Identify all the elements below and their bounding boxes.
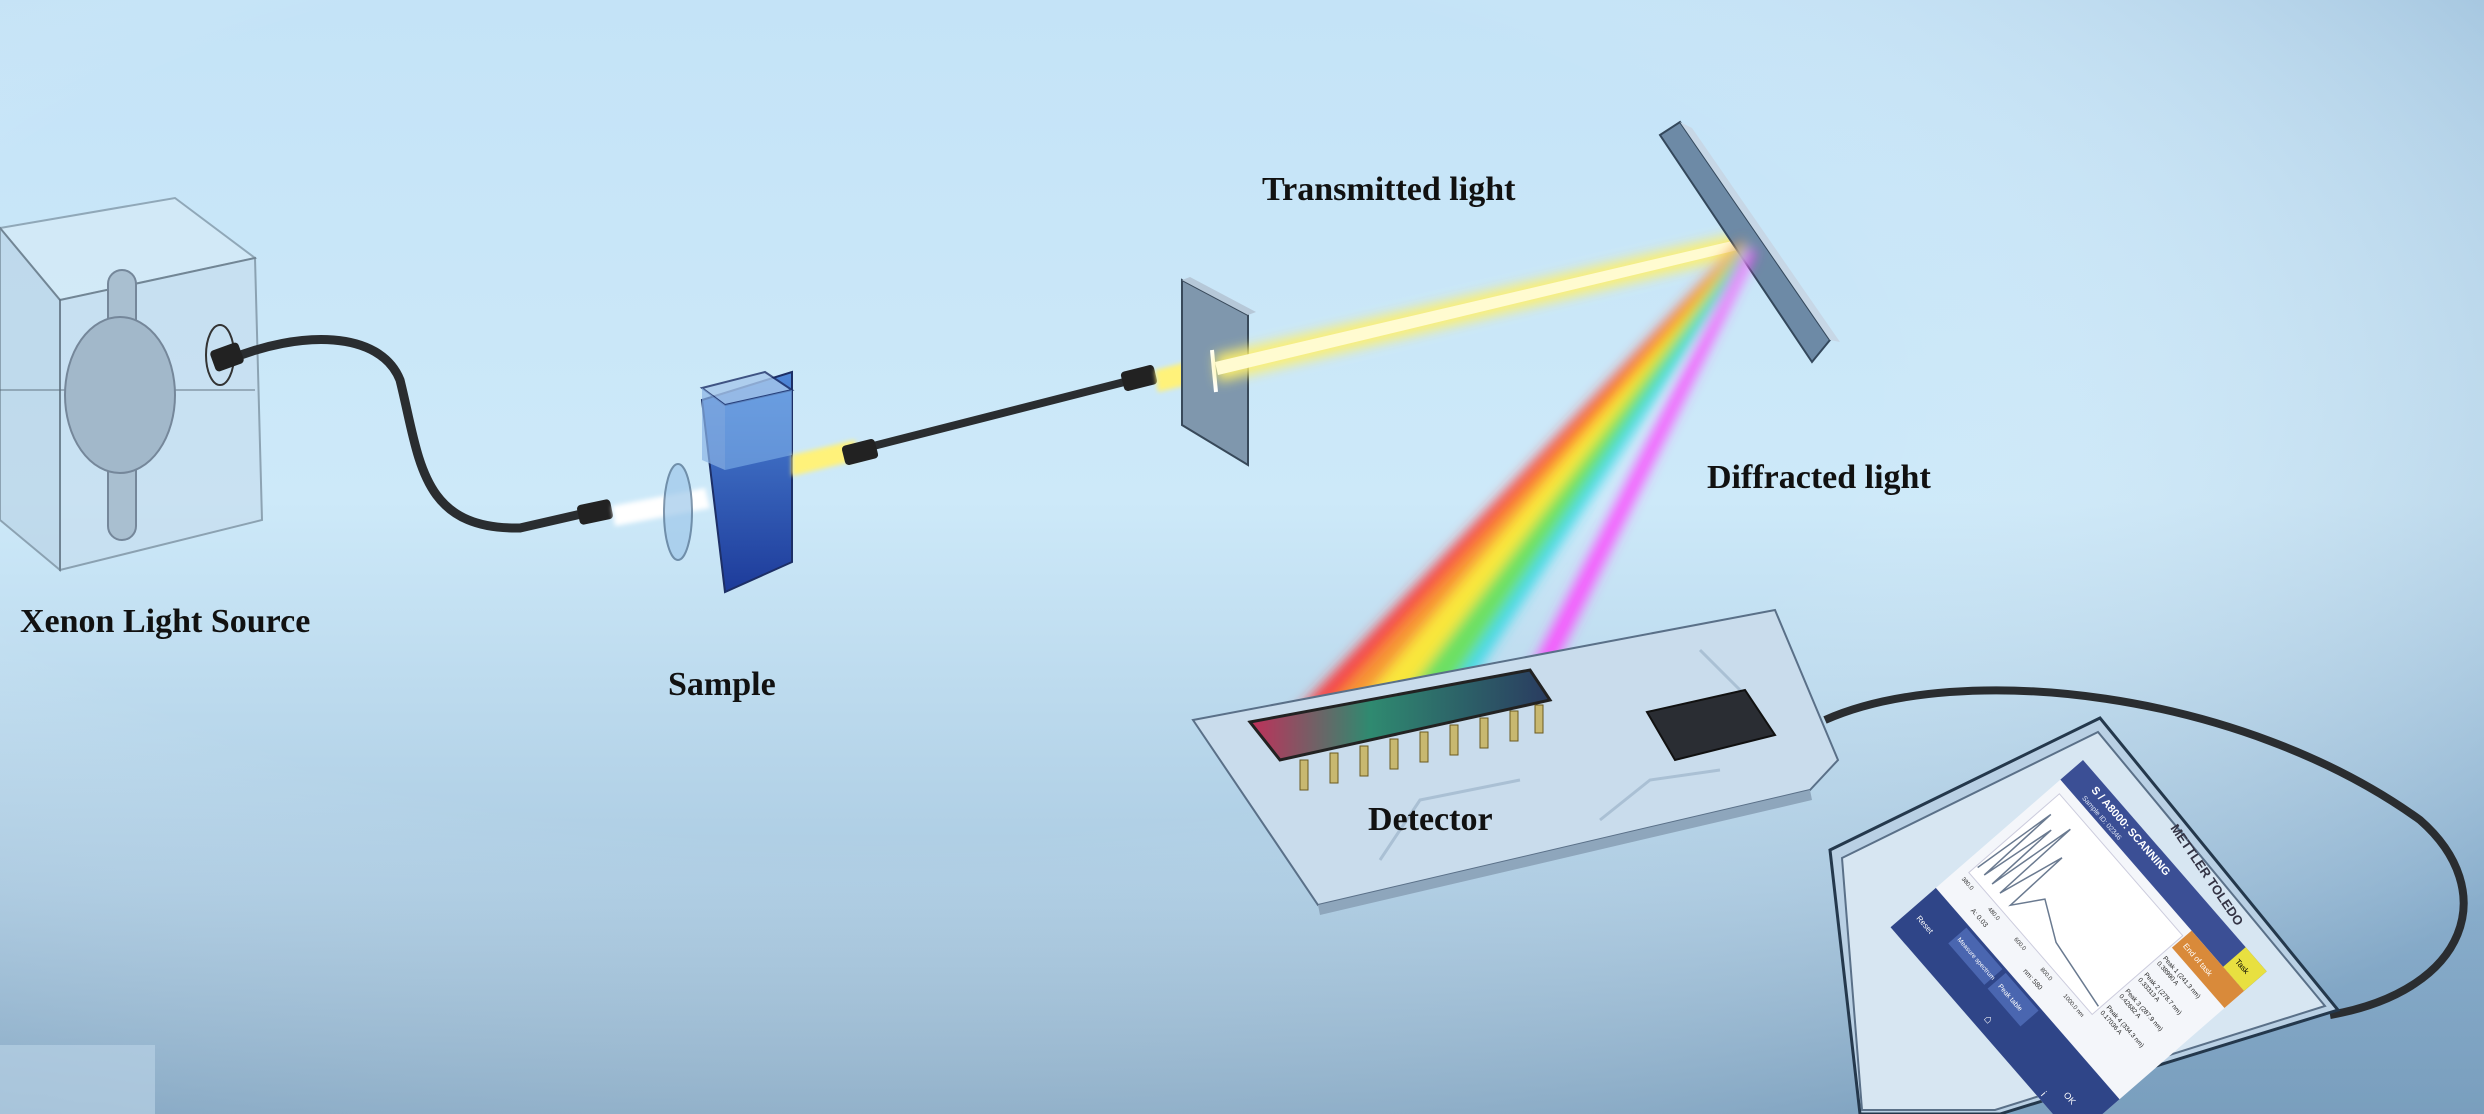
slit-plate	[1181, 277, 1256, 467]
label-sample: Sample	[668, 666, 776, 703]
fiber-cable-2	[849, 374, 1141, 456]
task-button[interactable]	[2223, 947, 2267, 992]
label-detector: Detector	[1368, 801, 1493, 838]
diffraction-grating	[1658, 120, 1840, 364]
tablet-cable	[1823, 686, 2468, 1019]
info-icon[interactable]: i	[2038, 1090, 2048, 1099]
fiber-cable-1	[226, 335, 592, 533]
end-of-task-button[interactable]	[2171, 930, 2245, 1009]
label-transmitted-light: Transmitted light	[1262, 171, 1516, 208]
label-xenon-light-source: Xenon Light Source	[20, 603, 310, 640]
xenon-light-source	[0, 196, 264, 573]
lens	[663, 463, 693, 561]
sample-cuvette	[699, 370, 795, 594]
corner-patch	[0, 1045, 155, 1114]
diffracted-beams	[1262, 240, 1756, 748]
measure-spectrum-button[interactable]	[1948, 927, 2003, 985]
tablet-device: S / A8000: SCANNING Sample ID: 02346 Tas…	[1828, 716, 2341, 1114]
tablet-screen: S / A8000: SCANNING Sample ID: 02346 Tas…	[1890, 760, 2267, 1114]
detector-chip	[1247, 668, 1553, 791]
label-diffracted-light: Diffracted light	[1707, 459, 1931, 496]
processor-chip	[1645, 688, 1777, 762]
peak-table-button[interactable]	[1987, 972, 2039, 1027]
